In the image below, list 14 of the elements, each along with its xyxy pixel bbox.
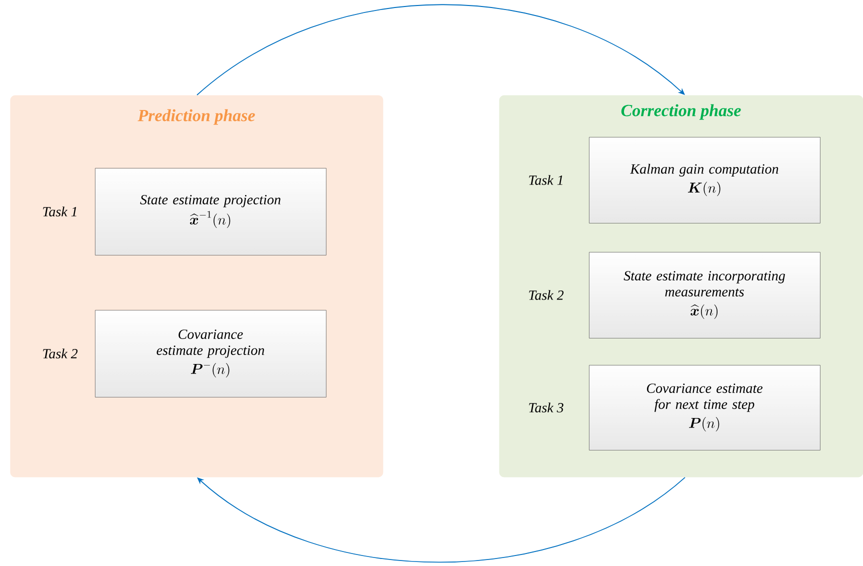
phase-title: Prediction phase (138, 109, 255, 125)
task-label: Task 2 (43, 348, 78, 358)
arrow (196, 4, 685, 96)
arrow (197, 476, 686, 563)
task-box: Kalman gain computation $\boldsymbol{K}(n)$ (589, 137, 820, 224)
task-box: State estimate projection $\widehat{\boldsymbol{x}}^{-1}(n)$ (95, 168, 326, 256)
task-label: Task 1 (43, 206, 76, 216)
task-box: State estimate incorporating measurements $\widehat{\boldsymbol{x}}(n)$ (589, 252, 820, 338)
task-label: Task 2 (529, 290, 564, 300)
task-label: Task 3 (529, 402, 564, 412)
phase-title: Correction phase (621, 104, 741, 120)
task-box: Covariance estimate for next time step $\boldsymbol{P}(n)$ (589, 365, 820, 450)
task-label: Task 1 (529, 175, 562, 185)
task-box: Covariance estimate projection $\boldsymbol{P}^{-}(n)$ (95, 310, 326, 398)
